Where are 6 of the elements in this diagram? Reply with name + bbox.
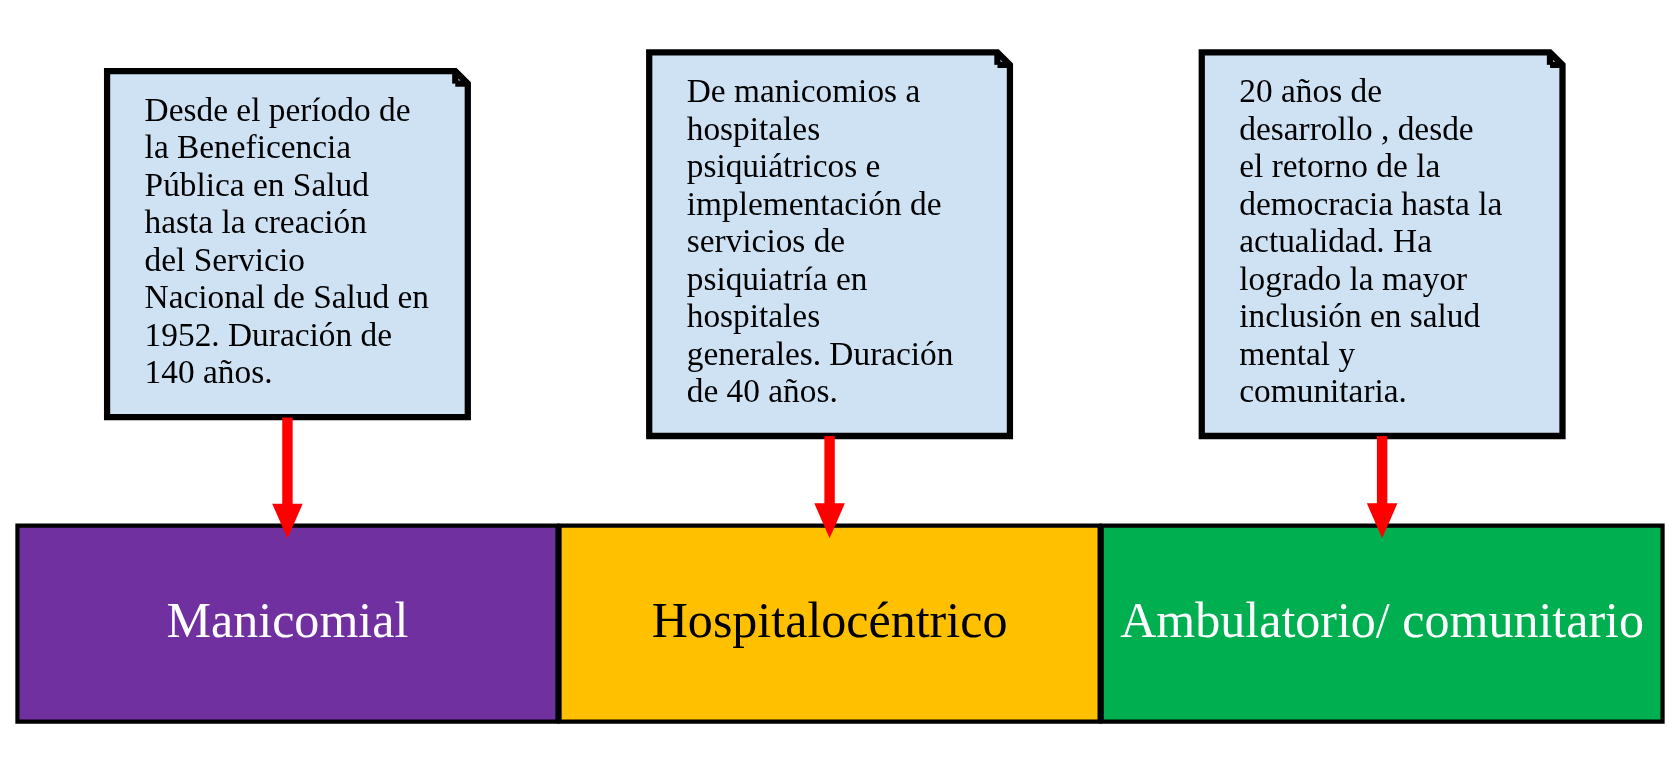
node-box: Hospitalocéntrico <box>557 523 1102 724</box>
node-box: Manicomial <box>15 523 560 724</box>
arrow <box>1366 436 1398 539</box>
node-box: Ambulatorio/ comunitario <box>1099 523 1665 724</box>
arrow <box>272 417 303 539</box>
arrow <box>814 436 845 539</box>
